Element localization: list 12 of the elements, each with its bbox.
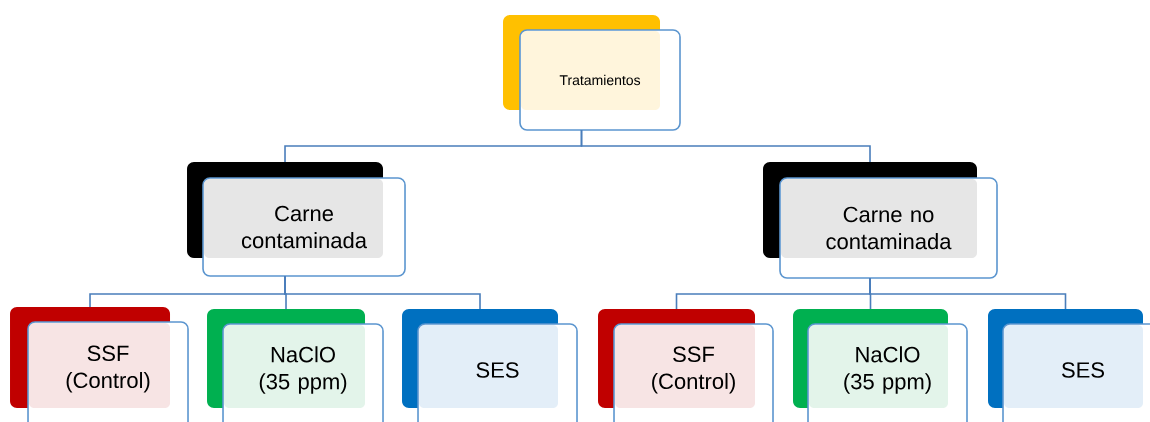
connector-line (580, 129, 871, 163)
process-box: SSF (Control) (598, 309, 774, 422)
process-box: SSF (Control) (10, 307, 189, 422)
process-box: NaClO (35 ppm) (793, 309, 968, 422)
connector-line (284, 275, 481, 310)
process-box: Carne no contaminada (763, 162, 998, 279)
process-box: Carne contaminada (187, 162, 406, 277)
process-box: Tratamientos (503, 15, 681, 131)
process-box: NaClO (35 ppm) (207, 309, 384, 422)
connector-line (869, 277, 1067, 310)
process-box: SES (402, 309, 578, 422)
process-box: SES (988, 309, 1150, 422)
